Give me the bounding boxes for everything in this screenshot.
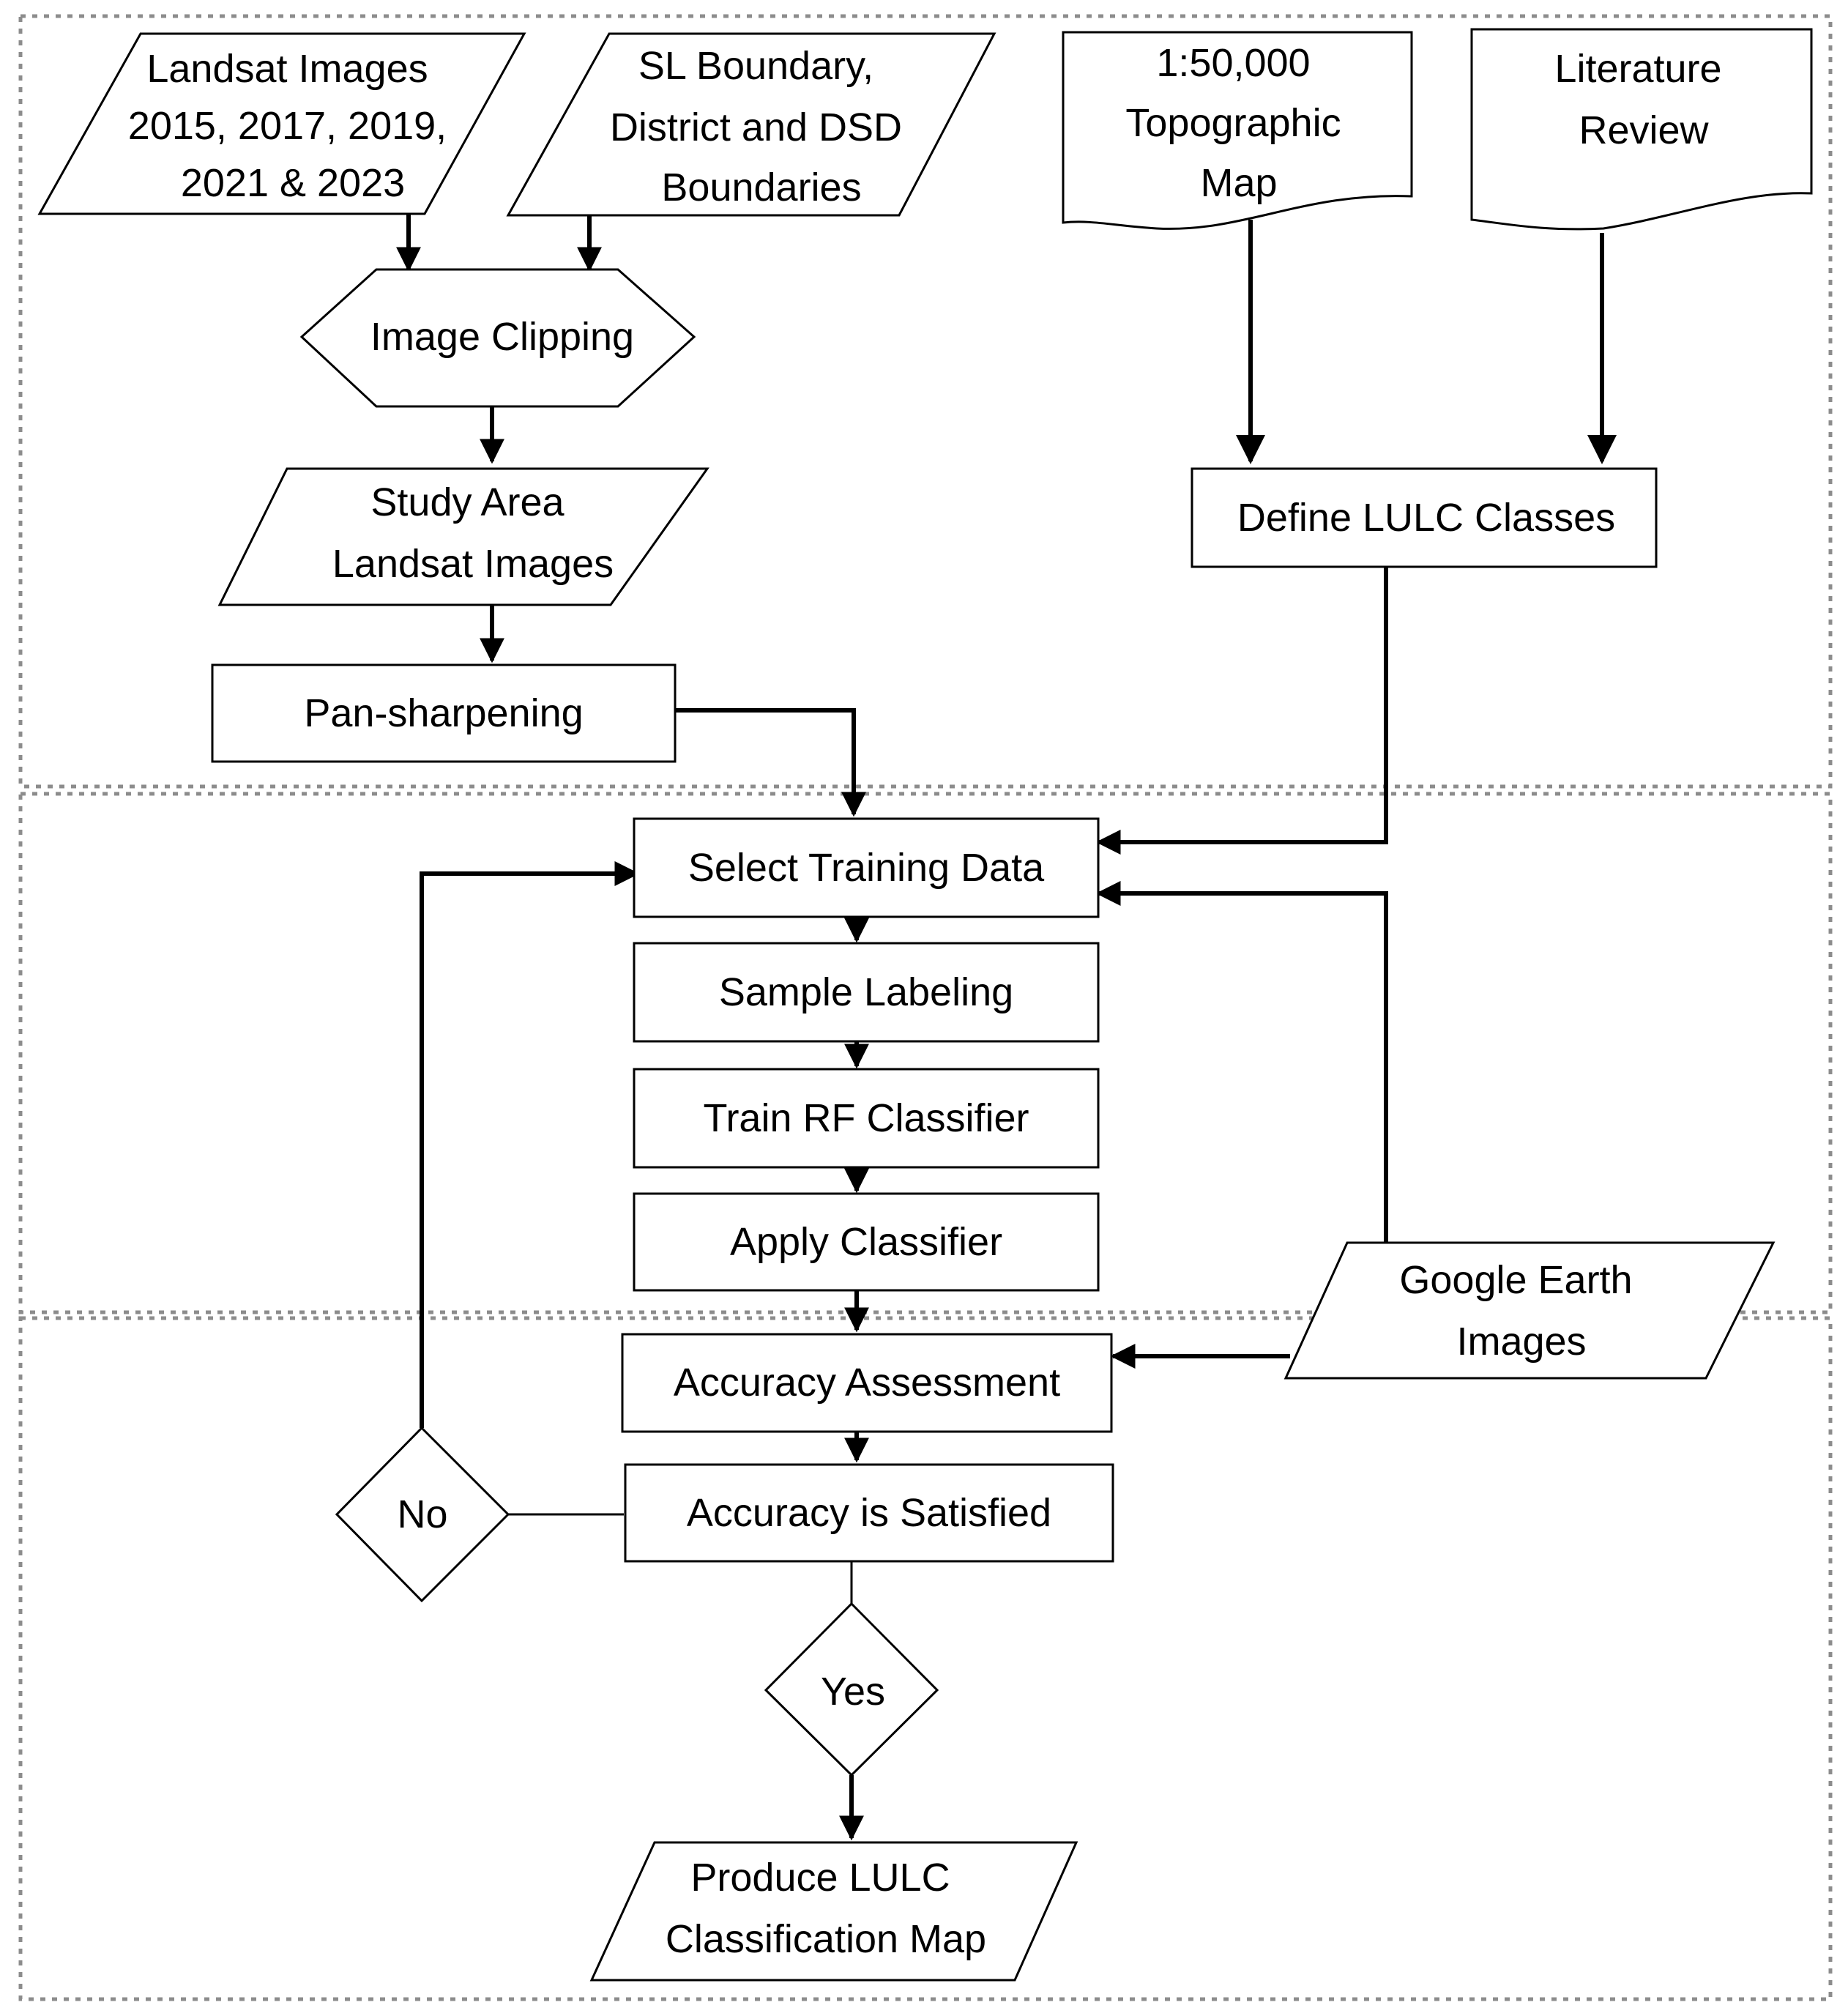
accuracy-assessment-label: Accuracy Assessment	[674, 1361, 1060, 1405]
image-clipping-label: Image Clipping	[370, 315, 634, 359]
train-rf-node	[633, 1068, 1100, 1169]
yes-decision-node	[764, 1602, 939, 1777]
produce-map-label: Produce LULC Classification Map	[666, 1856, 986, 1961]
accuracy-assessment-node	[621, 1333, 1113, 1433]
no-label: No	[397, 1492, 447, 1536]
topographic-map-node	[1062, 31, 1413, 230]
no-decision-node	[335, 1426, 510, 1603]
shapes	[37, 28, 1813, 1982]
landsat-images-label: Landsat Images 2015, 2017, 2019, 2021 & …	[128, 47, 458, 205]
yes-label: Yes	[821, 1670, 885, 1714]
train-rf-label: Train RF Classifier	[703, 1096, 1029, 1140]
literature-review-label: Literature Review	[1554, 47, 1732, 152]
apply-classifier-label: Apply Classifier	[730, 1220, 1002, 1264]
section-data-preparation	[18, 14, 1833, 789]
study-area-node	[217, 467, 709, 606]
select-training-node	[633, 817, 1100, 918]
section-classification	[18, 792, 1833, 1314]
topographic-map-label: 1:50,000 Topographic Map	[1125, 41, 1352, 205]
section-frames	[18, 14, 1833, 2001]
boundaries-label: SL Boundary, District and DSD Boundaries	[610, 44, 913, 209]
image-clipping-node	[299, 268, 696, 408]
study-area-label: Study Area Landsat Images	[332, 480, 614, 586]
google-earth-label: Google Earth Images	[1399, 1258, 1643, 1364]
edge-googleearth-to-training	[1095, 881, 1388, 1243]
landsat-images-node	[37, 32, 526, 215]
literature-review-node	[1470, 28, 1813, 231]
select-training-label: Select Training Data	[688, 846, 1045, 890]
accuracy-satisfied-node	[624, 1463, 1114, 1563]
pan-sharpening-node	[211, 663, 677, 763]
section-accuracy	[18, 1316, 1833, 2001]
edge-pansharpening-to-training	[675, 708, 866, 817]
pan-sharpening-label: Pan-sharpening	[304, 691, 583, 735]
google-earth-node	[1283, 1241, 1776, 1380]
edge-no-loop-to-training	[420, 861, 640, 1428]
connectors	[396, 214, 1617, 1841]
labels: Landsat Images 2015, 2017, 2019, 2021 & …	[128, 41, 1732, 1961]
sample-labeling-label: Sample Labeling	[719, 970, 1013, 1014]
define-lulc-node	[1191, 467, 1658, 568]
sample-labeling-node	[633, 942, 1100, 1043]
produce-map-node	[589, 1841, 1078, 1982]
define-lulc-label: Define LULC Classes	[1237, 496, 1615, 540]
boundaries-node	[506, 32, 996, 217]
edge-define-to-training	[1095, 567, 1388, 855]
accuracy-satisfied-label: Accuracy is Satisfied	[687, 1491, 1051, 1535]
apply-classifier-node	[633, 1192, 1100, 1292]
